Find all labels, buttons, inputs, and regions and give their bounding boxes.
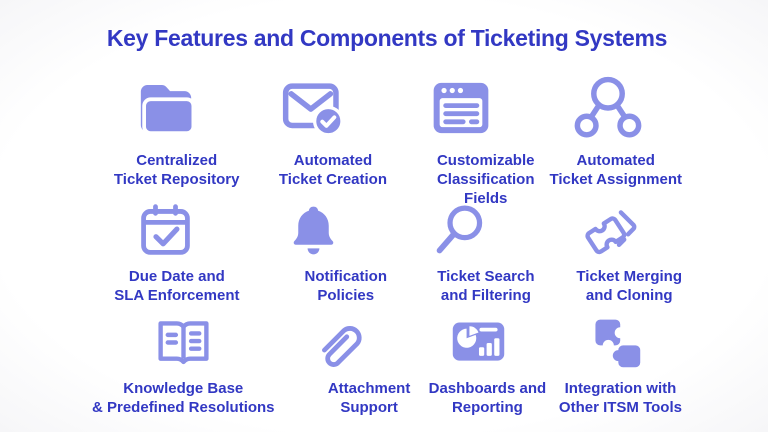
feature-label: Knowledge Base & Predefined Resolutions (92, 380, 275, 416)
feature-ticket-merging-cloning: Ticket Merging and Cloning (535, 198, 682, 305)
feature-itsm-integration: Integration with Other ITSM Tools (546, 310, 682, 417)
form-fields-icon (426, 70, 496, 146)
puzzle-icon (584, 310, 645, 374)
magnifier-icon (430, 198, 491, 262)
feature-row-3: Knowledge Base & Predefined Resolutions … (92, 310, 682, 417)
feature-ticket-search-filtering: Ticket Search and Filtering (387, 198, 535, 305)
feature-due-date-sla: Due Date and SLA Enforcement (92, 198, 240, 305)
feature-centralized-ticket-repository: Centralized Ticket Repository (92, 70, 240, 189)
tickets-icon (578, 198, 639, 262)
feature-label: Due Date and SLA Enforcement (114, 268, 240, 304)
envelope-check-icon (278, 70, 348, 146)
network-nodes-icon (573, 70, 643, 146)
feature-automated-ticket-creation: Automated Ticket Creation (240, 70, 387, 189)
feature-attachment-support: Attachment Support (275, 310, 411, 417)
feature-label: Automated Ticket Assignment (549, 152, 682, 188)
page-title: Key Features and Components of Ticketing… (106, 25, 668, 51)
feature-label: Ticket Search and Filtering (437, 268, 535, 304)
dashboard-icon (448, 310, 509, 374)
feature-label: Automated Ticket Creation (278, 152, 387, 188)
feature-automated-ticket-assignment: Automated Ticket Assignment (535, 70, 683, 189)
feature-label: Customizable Classification Fields (436, 152, 535, 207)
feature-label: Centralized Ticket Repository (113, 152, 240, 188)
bell-icon (283, 198, 344, 262)
paperclip-icon (312, 310, 373, 374)
folder-icon (131, 70, 201, 146)
feature-row-1: Centralized Ticket Repository Automated … (92, 70, 683, 207)
feature-notification-policies: Notification Policies (240, 198, 388, 305)
feature-label: Integration with Other ITSM Tools (558, 380, 682, 416)
feature-customizable-classification-fields: Customizable Classification Fields (387, 70, 535, 208)
feature-knowledge-base: Knowledge Base & Predefined Resolutions (92, 310, 275, 417)
open-book-icon (153, 310, 214, 374)
feature-label: Ticket Merging and Cloning (576, 268, 682, 304)
feature-row-2: Due Date and SLA Enforcement Notificatio… (92, 198, 682, 310)
feature-label: Attachment Support (327, 380, 411, 416)
feature-label: Notification Policies (304, 268, 388, 304)
calendar-check-icon (135, 198, 196, 262)
feature-dashboards-reporting: Dashboards and Reporting (410, 310, 546, 417)
feature-label: Dashboards and Reporting (428, 380, 547, 416)
